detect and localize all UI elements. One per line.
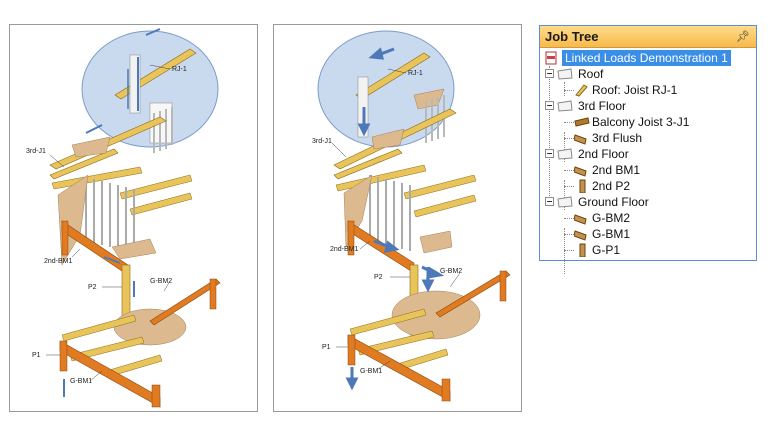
collapse-toggle-icon[interactable] (545, 69, 554, 78)
joist-icon (575, 84, 588, 97)
collapse-toggle-icon[interactable] (545, 101, 554, 110)
beam-icon (574, 134, 587, 145)
label-p2-right: P2 (374, 274, 383, 281)
folder-icon (557, 196, 573, 208)
pin-icon[interactable]: 📌︎ (736, 31, 750, 43)
post-icon (579, 179, 586, 193)
label-rj1-right: RJ-1 (408, 70, 423, 77)
post-icon (579, 243, 586, 257)
label-p1-right: P1 (322, 344, 331, 351)
label-rj1: RJ-1 (172, 66, 187, 73)
collapse-toggle-icon[interactable] (545, 149, 554, 158)
job-tree-header: Job Tree 📌︎ (540, 26, 756, 48)
tree-connector (549, 66, 550, 206)
right-structure-diagram: RJ-1 3rd-J1 2nd-BM1 P2 G-BM2 P1 G-BM1 (273, 24, 522, 412)
label-g-bm2: G-BM2 (150, 278, 172, 285)
folder-icon (557, 148, 573, 160)
label-g-bm1-right: G-BM1 (360, 368, 382, 375)
label-g-bm2-right: G-BM2 (440, 268, 462, 275)
beam-icon (574, 166, 587, 177)
beam-icon (574, 214, 587, 225)
label-2nd-bm1: 2nd-BM1 (44, 258, 73, 265)
collapse-toggle-icon[interactable] (545, 197, 554, 206)
job-tree-title: Job Tree (545, 29, 599, 44)
job-tree-panel: Job Tree 📌︎ Linked Loads Demonstration 1… (539, 25, 757, 274)
label-2nd-bm1-right: 2nd-BM1 (330, 246, 359, 253)
label-p2: P2 (88, 284, 97, 291)
label-3rd-j1-right: 3rd-J1 (312, 138, 332, 145)
label-g-bm1: G-BM1 (70, 378, 92, 385)
label-p1: P1 (32, 352, 41, 359)
document-icon (545, 51, 557, 65)
label-3rd-j1: 3rd-J1 (26, 148, 46, 155)
folder-icon (557, 68, 573, 80)
folder-icon (557, 100, 573, 112)
beam-icon (574, 117, 590, 127)
left-structure-diagram: RJ-1 3rd-J1 2nd-BM1 P2 G-BM2 P1 G-BM1 (9, 24, 258, 412)
tree-root-label: Linked Loads Demonstration 1 (562, 50, 731, 66)
beam-icon (574, 230, 587, 241)
